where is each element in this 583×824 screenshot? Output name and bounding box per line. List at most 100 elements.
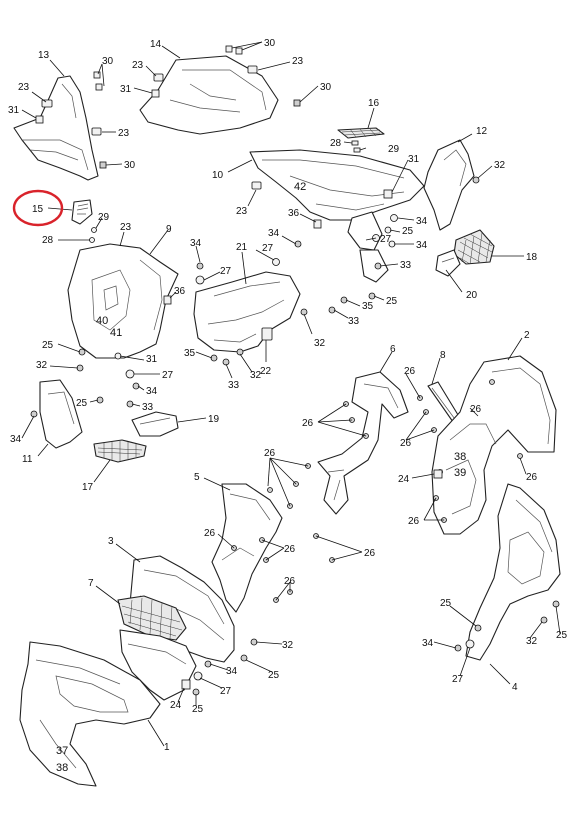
callout-36: 36 (174, 286, 186, 297)
part-11-small-side-panel (39, 379, 83, 449)
callout-38: 38 (56, 762, 68, 774)
callout-24: 24 (398, 474, 410, 485)
callout-23: 23 (118, 128, 130, 139)
screw-34-e (132, 382, 140, 390)
callout-5: 5 (194, 472, 200, 483)
callout-36: 36 (288, 208, 300, 219)
washer-27-f (465, 639, 475, 649)
callout-23: 23 (132, 60, 144, 71)
part-1-lower-left-cowl (19, 641, 161, 787)
callout-6: 6 (390, 344, 396, 355)
callout-42: 42 (294, 181, 306, 193)
part-7-front-mesh (117, 595, 187, 641)
clip-36-a (313, 219, 322, 229)
callout-20: 20 (466, 290, 478, 301)
callout-3: 3 (108, 536, 114, 547)
callout-26: 26 (264, 448, 276, 459)
part-14-upper-inner-panel (139, 55, 279, 135)
screw-32-d (236, 348, 244, 356)
clip-31-a (35, 115, 44, 124)
callout-34: 34 (146, 386, 158, 397)
clip-23-c (247, 65, 258, 74)
callout-26: 26 (526, 472, 538, 483)
callout-27: 27 (220, 266, 232, 277)
screw-34-f (30, 410, 38, 418)
grommet-30-a (93, 71, 101, 79)
callout-28: 28 (330, 138, 342, 149)
callout-32: 32 (526, 636, 538, 647)
screw-25-e (240, 654, 248, 662)
callout-13: 13 (38, 50, 50, 61)
part-20-small-bracket (435, 249, 461, 277)
screw-33-b (328, 306, 336, 314)
callout-40: 40 (96, 315, 108, 327)
clip-24-b (181, 679, 191, 690)
leader-lines (21, 41, 561, 747)
callout-4: 4 (512, 682, 518, 693)
callout-32: 32 (250, 370, 262, 381)
part-13-left-upper-panel (13, 75, 99, 181)
callout-26: 26 (284, 544, 296, 555)
callout-27: 27 (162, 370, 174, 381)
callout-1: 1 (164, 742, 170, 753)
part-16-grille (337, 127, 385, 139)
callout-41: 41 (110, 327, 122, 339)
screw-32-a (472, 176, 480, 184)
callout-34: 34 (416, 216, 428, 227)
clip-31-b (151, 89, 160, 98)
clip-31-c (383, 189, 393, 199)
callout-30: 30 (264, 38, 276, 49)
part-3-lower-front-panel (129, 555, 235, 663)
callout-25: 25 (268, 670, 280, 681)
clip-23-d (153, 73, 164, 82)
grommet-30-b (95, 83, 103, 91)
part-5-lower-mid-panel (211, 483, 283, 613)
callout-33: 33 (142, 402, 154, 413)
part-15-clip (71, 199, 93, 225)
clip-22 (261, 327, 273, 341)
callout-31: 31 (120, 84, 132, 95)
clip-23-b (91, 127, 102, 136)
callout-24: 24 (170, 700, 182, 711)
screw-25-g (474, 624, 482, 632)
callout-25: 25 (440, 598, 452, 609)
callout-34: 34 (268, 228, 280, 239)
callout-38: 38 (454, 451, 466, 463)
callout-34: 34 (190, 238, 202, 249)
callout-11: 11 (22, 454, 33, 465)
clip-29-a (353, 147, 361, 153)
callout-25: 25 (556, 630, 568, 641)
part-10-main-upper-fairing (249, 149, 425, 283)
part-19-bracket (131, 411, 179, 437)
callout-27: 27 (262, 243, 274, 254)
callout-30: 30 (102, 56, 114, 67)
callout-12: 12 (476, 126, 488, 137)
clip-36-b (163, 295, 172, 305)
callout-15: 15 (32, 204, 44, 215)
callout-34: 34 (226, 666, 238, 677)
callout-2: 2 (524, 330, 530, 341)
callout-7: 7 (88, 578, 94, 589)
callout-9: 9 (166, 224, 172, 235)
callout-34: 34 (422, 638, 434, 649)
callout-39: 39 (454, 467, 466, 479)
washer-27-b (195, 275, 205, 285)
callout-26: 26 (284, 576, 296, 587)
callout-28: 28 (42, 235, 54, 246)
callout-23: 23 (18, 82, 30, 93)
callout-35: 35 (184, 348, 196, 359)
screw-34-d (294, 240, 302, 248)
callout-33: 33 (228, 380, 240, 391)
part-12-bracket (423, 139, 475, 231)
callout-8: 8 (440, 350, 446, 361)
clip-29-b (91, 227, 97, 233)
callout-27: 27 (220, 686, 232, 697)
screw-30-f (293, 99, 301, 107)
clip-28-b (89, 237, 95, 243)
callout-32: 32 (494, 160, 506, 171)
callout-31: 31 (8, 105, 20, 116)
callout-32: 32 (314, 338, 326, 349)
callout-21: 21 (236, 242, 248, 253)
clip-28-a (351, 140, 359, 146)
